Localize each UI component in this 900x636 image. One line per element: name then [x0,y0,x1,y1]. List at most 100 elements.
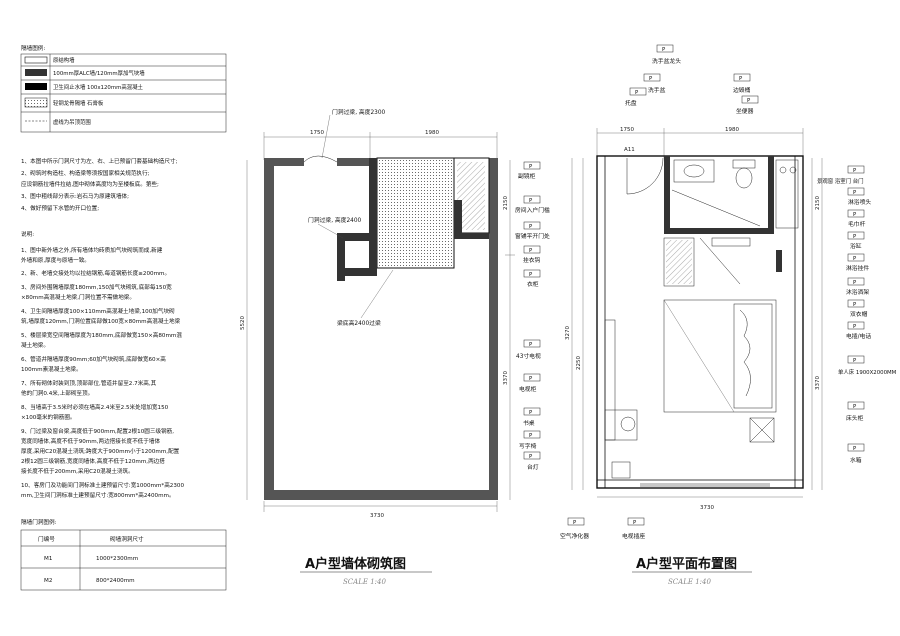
legend-swatch-alc [25,69,47,76]
svg-text:1750: 1750 [620,127,634,133]
svg-text:书桌: 书桌 [523,419,535,427]
svg-text:筑,墙厚度120mm,门洞位置底部做100宽×80mm高混凝: 筑,墙厚度120mm,门洞位置底部做100宽×80mm高混凝土地梁 [21,317,181,325]
svg-text:mm,卫生间门洞标准土建预留尺寸:宽800mm*高2400m: mm,卫生间门洞标准土建预留尺寸:宽800mm*高2400mm。 [21,491,175,499]
svg-text:砌墙洞洞尺寸: 砌墙洞洞尺寸 [110,535,144,543]
legend-swatch-concrete [25,83,47,90]
svg-text:P: P [633,520,637,526]
svg-text:台灯: 台灯 [527,463,539,471]
svg-text:3、房间外围隔墙厚度180mm,150加气块砌筑,底部每15: 3、房间外围隔墙厚度180mm,150加气块砌筑,底部每150宽 [21,283,172,291]
svg-text:洗手盆龙头: 洗手盆龙头 [652,57,681,65]
svg-text:P: P [529,410,533,416]
svg-text:门编号: 门编号 [38,535,55,543]
svg-text:外墙和原,厚度与原墙一致。: 外墙和原,厚度与原墙一致。 [21,256,90,264]
svg-text:6、管道井隔墙厚度90mm;60加气块砌筑,底部做宽60×高: 6、管道井隔墙厚度90mm;60加气块砌筑,底部做宽60×高 [21,355,166,363]
plan-right-scale: SCALE 1:40 [668,578,711,586]
svg-text:P: P [853,404,857,410]
svg-text:P: P [649,76,653,82]
svg-text:单人床 1900X2000MM: 单人床 1900X2000MM [838,368,897,376]
svg-text:浴缸: 浴缸 [850,242,862,250]
explain-title: 说明: [21,230,34,238]
svg-text:1980: 1980 [425,130,439,136]
label-tags-left: P 副镜柜 P 房间入户门槛 P 窗铺平开门处 P 挂衣钩 P 衣柜 P 43寸… [515,161,550,471]
svg-text:原结构墙: 原结构墙 [53,56,75,64]
svg-text:3730: 3730 [370,513,384,519]
label-tags-top: P 洗手盆龙头 P 洗手盆 P 边毁桶 P 托盘 P 坐便器 [625,44,759,115]
explain-notes: 1、图中新外墙之外,所有墙体均砖质加气块砌筑而成,新建 外墙和原,厚度与原墙一致… [21,246,184,499]
svg-text:淋浴挂件: 淋浴挂件 [846,264,869,272]
svg-text:虚线为吊顶范围: 虚线为吊顶范围 [53,118,91,126]
svg-text:P: P [529,454,533,460]
svg-text:P: P [853,190,857,196]
legend-swatch-structure [24,56,48,64]
svg-text:挂衣钩: 挂衣钩 [523,256,541,264]
svg-text:门洞过梁, 高度2300: 门洞过梁, 高度2300 [332,108,386,116]
entry-door-tag: A11 [624,147,635,153]
svg-text:P: P [529,376,533,382]
plan-furniture-layout: 1750 1980 3270 2250 2150 3370 3730 A11 [565,127,823,511]
svg-text:100mm厚ALC墙/120mm厚加气块墙: 100mm厚ALC墙/120mm厚加气块墙 [53,69,145,77]
svg-text:空气净化器: 空气净化器 [560,532,589,540]
svg-text:2150: 2150 [815,196,821,210]
svg-text:宽度同墙体,高度不低于90mm,两边搭接长度不低于墙体: 宽度同墙体,高度不低于90mm,两边搭接长度不低于墙体 [21,437,160,445]
svg-text:毛巾杆: 毛巾杆 [848,220,866,228]
svg-text:2、砌筑时构造柱、构造梁等须按国家相关规范执行;: 2、砌筑时构造柱、构造梁等须按国家相关规范执行; [21,169,150,177]
svg-text:3、图中粗线部分表示:岩石马为原建筑墙体;: 3、图中粗线部分表示:岩石马为原建筑墙体; [21,192,129,200]
svg-text:×80mm高混凝土地梁,门洞位置不需做地梁。: ×80mm高混凝土地梁,门洞位置不需做地梁。 [21,293,135,301]
svg-text:P: P [853,212,857,218]
svg-text:3730: 3730 [700,505,714,511]
svg-text:800*2400mm: 800*2400mm [96,578,135,584]
svg-text:P: P [529,272,533,278]
svg-text:5、楼层梁宽空间隔墙厚度为180mm,底部做宽150×高80: 5、楼层梁宽空间隔墙厚度为180mm,底部做宽150×高80mm混 [21,331,182,339]
svg-text:P: P [635,90,639,96]
svg-text:窗铺平开门处: 窗铺平开门处 [515,232,550,240]
svg-text:1、图中新外墙之外,所有墙体均砖质加气块砌筑而成,新建: 1、图中新外墙之外,所有墙体均砖质加气块砌筑而成,新建 [21,246,163,254]
svg-text:1980: 1980 [725,127,739,133]
svg-text:卫生间止水墙 100x120mm高混凝土: 卫生间止水墙 100x120mm高混凝土 [53,83,143,91]
svg-text:轻钢龙骨隔墙 石膏板: 轻钢龙骨隔墙 石膏板 [53,99,104,107]
svg-text:P: P [529,164,533,170]
svg-text:M1: M1 [44,556,53,562]
svg-text:P: P [853,446,857,452]
svg-text:2根12圆三级钢筋,宽度同墙体,高度不低于120mm,两边搭: 2根12圆三级钢筋,宽度同墙体,高度不低于120mm,两边搭 [21,457,165,465]
svg-text:水箱: 水箱 [850,456,862,464]
svg-text:应设钢筋拉墙件拉结,图中砌体高度均为至楼板底。第些;: 应设钢筋拉墙件拉结,图中砌体高度均为至楼板底。第些; [21,180,159,188]
legend-swatch-steel [24,97,48,108]
svg-text:衣柜: 衣柜 [527,280,539,288]
svg-text:他的门洞0.4米,上部砌至顶。: 他的门洞0.4米,上部砌至顶。 [21,389,93,397]
label-tags-bottom: P 空气净化器 P 电视插座 [560,517,645,540]
svg-text:1000*2300mm: 1000*2300mm [96,556,138,562]
svg-text:3370: 3370 [815,376,821,390]
svg-text:P: P [529,198,533,204]
svg-text:8、当墙高于3.5米时必须在墙高2.4米至2.5米处增加宽1: 8、当墙高于3.5米时必须在墙高2.4米至2.5米处增加宽150 [21,403,169,411]
svg-text:P: P [853,256,857,262]
svg-text:电视插座: 电视插座 [622,532,645,540]
svg-text:写字椅: 写字椅 [519,442,537,450]
svg-text:门洞过梁, 高度2400: 门洞过梁, 高度2400 [308,216,362,224]
svg-text:P: P [739,76,743,82]
svg-text:洗手盆: 洗手盆 [648,86,666,94]
svg-text:P: P [529,433,533,439]
svg-text:P: P [853,324,857,330]
svg-text:5520: 5520 [240,316,246,330]
svg-text:4、做好预留下水管的开口位置;: 4、做好预留下水管的开口位置; [21,204,99,212]
svg-text:P: P [662,47,666,53]
svg-text:43寸电视: 43寸电视 [516,352,541,360]
plan-left-scale: SCALE 1:40 [343,578,386,586]
svg-text:景观窗 浴室门 台门: 景观窗 浴室门 台门 [817,177,864,185]
svg-text:P: P [853,234,857,240]
plan-left-title: A户型墙体砌筑图 [305,556,406,572]
svg-text:P: P [747,98,751,104]
door-table-title: 隔墙门洞图例: [21,518,57,526]
svg-text:房间入户门槛: 房间入户门槛 [515,206,550,214]
legend-title: 隔墙图例: [21,44,45,52]
door-table: 门编号 砌墙洞洞尺寸 M1 1000*2300mm M2 800*2400mm [20,529,227,591]
svg-text:2250: 2250 [576,356,582,370]
svg-text:100mm素混凝土地梁。: 100mm素混凝土地梁。 [21,365,82,373]
svg-text:厚度,采用C20混凝土浇筑;跨度大于900mm小于1200m: 厚度,采用C20混凝土浇筑;跨度大于900mm小于1200mm,配置 [21,447,180,455]
svg-text:M2: M2 [44,578,52,584]
plan-right-title: A户型平面布置图 [636,556,737,572]
plan-wall-construction: 1750 1980 5520 2150 3370 3730 [240,108,515,519]
svg-text:3270: 3270 [565,326,571,340]
svg-text:沐浴洒架: 沐浴洒架 [846,288,869,296]
